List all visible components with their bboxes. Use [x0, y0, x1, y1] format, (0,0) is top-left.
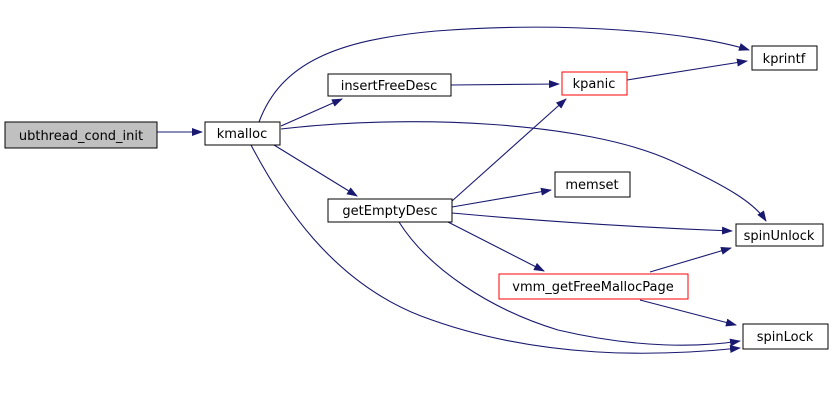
node-ubthread-cond-init-label: ubthread_cond_init — [19, 129, 143, 144]
node-ubthread-cond-init: ubthread_cond_init — [4, 121, 158, 149]
edge-layer — [157, 26, 767, 354]
node-vmm-getfreemallocpage[interactable]: vmm_getFreeMallocPage — [498, 273, 689, 300]
node-spinunlock-label[interactable]: spinUnlock — [744, 229, 815, 244]
node-spinlock-label[interactable]: spinLock — [757, 330, 814, 345]
node-kprintf[interactable]: kprintf — [751, 45, 818, 71]
edge-insertfreedesc-to-kpanic — [450, 80, 560, 89]
edge-getemptydesc-to-kpanic — [451, 98, 567, 202]
node-memset[interactable]: memset — [554, 171, 631, 198]
edge-kmalloc-to-getemptydesc — [273, 144, 358, 197]
node-kmalloc[interactable]: kmalloc — [204, 121, 281, 146]
node-vmm-getfreemallocpage-label[interactable]: vmm_getFreeMallocPage — [512, 280, 673, 295]
node-getemptydesc-label[interactable]: getEmptyDesc — [342, 204, 437, 219]
edge-getemptydesc-to-spinunlock — [451, 212, 733, 235]
edge-kpanic-to-kprintf — [626, 58, 748, 81]
node-kpanic-label[interactable]: kpanic — [573, 77, 616, 92]
edge-vmm-getfreemallocpage-to-spinlock — [639, 299, 737, 327]
edge-getemptydesc-to-memset — [451, 187, 552, 208]
node-getemptydesc[interactable]: getEmptyDesc — [327, 198, 453, 223]
node-kpanic[interactable]: kpanic — [561, 71, 628, 96]
edge-getemptydesc-to-spinlock — [398, 221, 741, 347]
node-kprintf-label[interactable]: kprintf — [763, 52, 806, 67]
edge-kmalloc-to-kprintf — [258, 26, 750, 123]
edge-kmalloc-to-spinlock — [250, 144, 741, 354]
edge-vmm-getfreemallocpage-to-spinunlock — [649, 247, 732, 273]
edge-getemptydesc-to-vmm-getfreemallocpage — [447, 221, 545, 272]
edge-kmalloc-to-spinunlock — [280, 121, 767, 222]
edge-kmalloc-to-insertfreedesc — [280, 98, 343, 127]
node-kmalloc-label[interactable]: kmalloc — [217, 127, 267, 142]
node-spinunlock[interactable]: spinUnlock — [735, 223, 824, 247]
node-insertfreedesc[interactable]: insertFreeDesc — [327, 73, 452, 97]
node-memset-label[interactable]: memset — [565, 178, 618, 193]
node-insertfreedesc-label[interactable]: insertFreeDesc — [341, 79, 438, 94]
node-spinlock[interactable]: spinLock — [742, 323, 829, 350]
